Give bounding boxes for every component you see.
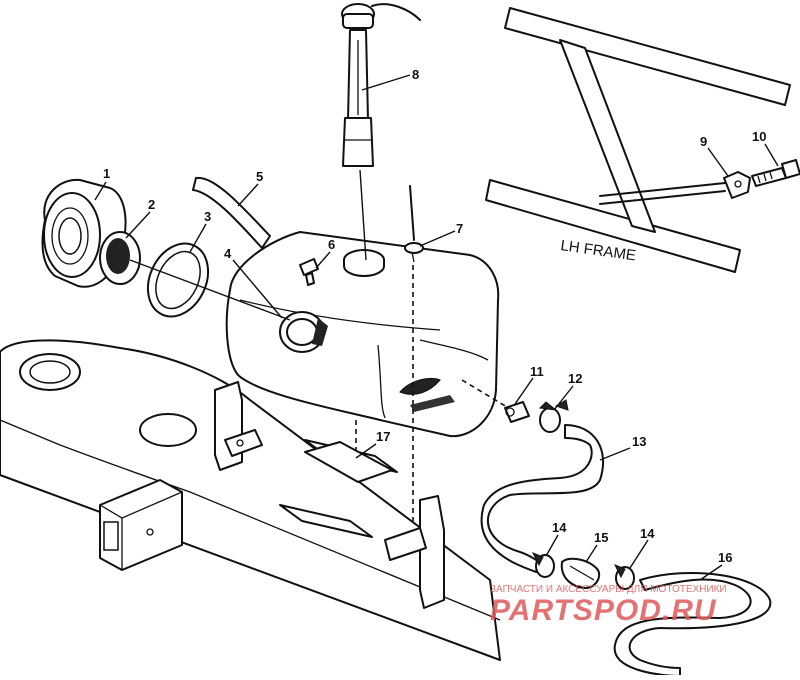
callout-3: 3 bbox=[204, 209, 211, 224]
callout-14-left: 14 bbox=[552, 520, 567, 535]
fuel-fitting bbox=[504, 401, 530, 423]
callout-13: 13 bbox=[632, 434, 646, 449]
cap-gasket bbox=[99, 231, 141, 285]
filler-neck bbox=[279, 311, 328, 353]
callout-leaders bbox=[94, 74, 779, 581]
hose-clamp-left bbox=[531, 552, 555, 578]
mounting-bolt bbox=[751, 159, 800, 187]
callout-2: 2 bbox=[148, 197, 155, 212]
hose-clamp-outlet bbox=[538, 399, 569, 433]
callout-14-right: 14 bbox=[640, 526, 655, 541]
callout-17: 17 bbox=[376, 429, 390, 444]
callout-8: 8 bbox=[412, 67, 419, 82]
rear-bracket bbox=[384, 495, 445, 609]
callout-10: 10 bbox=[752, 129, 766, 144]
callout-6: 6 bbox=[328, 237, 335, 252]
callout-1: 1 bbox=[103, 166, 110, 181]
fuel-line bbox=[480, 424, 605, 573]
assembly-line-sender bbox=[359, 169, 367, 261]
callout-9: 9 bbox=[700, 134, 707, 149]
callout-16: 16 bbox=[718, 550, 732, 565]
assembly-line-cap bbox=[129, 259, 291, 321]
vent-fitting bbox=[299, 258, 319, 286]
hose-clamp-right bbox=[613, 564, 635, 590]
callout-11: 11 bbox=[530, 364, 544, 379]
fuel-filter bbox=[560, 557, 601, 589]
tank-pad bbox=[304, 441, 393, 483]
tank-seal bbox=[146, 242, 210, 318]
front-bracket bbox=[214, 381, 263, 471]
callout-12: 12 bbox=[568, 371, 582, 386]
callout-4: 4 bbox=[224, 246, 232, 261]
fuel-gauge-sender bbox=[341, 3, 421, 167]
watermark: ЗАПЧАСТИ И АКСЕССУАРЫ ДЛЯ МОТОТЕХНИКИ PA… bbox=[490, 584, 727, 627]
hitch-receiver bbox=[99, 479, 183, 571]
fuel-tank bbox=[225, 231, 500, 438]
callout-5: 5 bbox=[256, 169, 263, 184]
callout-numbers: 1 2 3 4 5 6 7 8 9 10 11 12 13 14 15 14 1… bbox=[103, 67, 766, 565]
fuel-rod bbox=[404, 185, 424, 263]
callout-7: 7 bbox=[456, 221, 463, 236]
callout-15: 15 bbox=[594, 530, 608, 545]
lh-frame: LH FRAME bbox=[485, 7, 791, 273]
mounting-clip bbox=[723, 171, 751, 199]
watermark-tagline: ЗАПЧАСТИ И АКСЕССУАРЫ ДЛЯ МОТОТЕХНИКИ bbox=[490, 584, 727, 595]
vent-hose bbox=[192, 176, 271, 249]
watermark-logo: PARTSPOD.RU bbox=[490, 594, 717, 627]
